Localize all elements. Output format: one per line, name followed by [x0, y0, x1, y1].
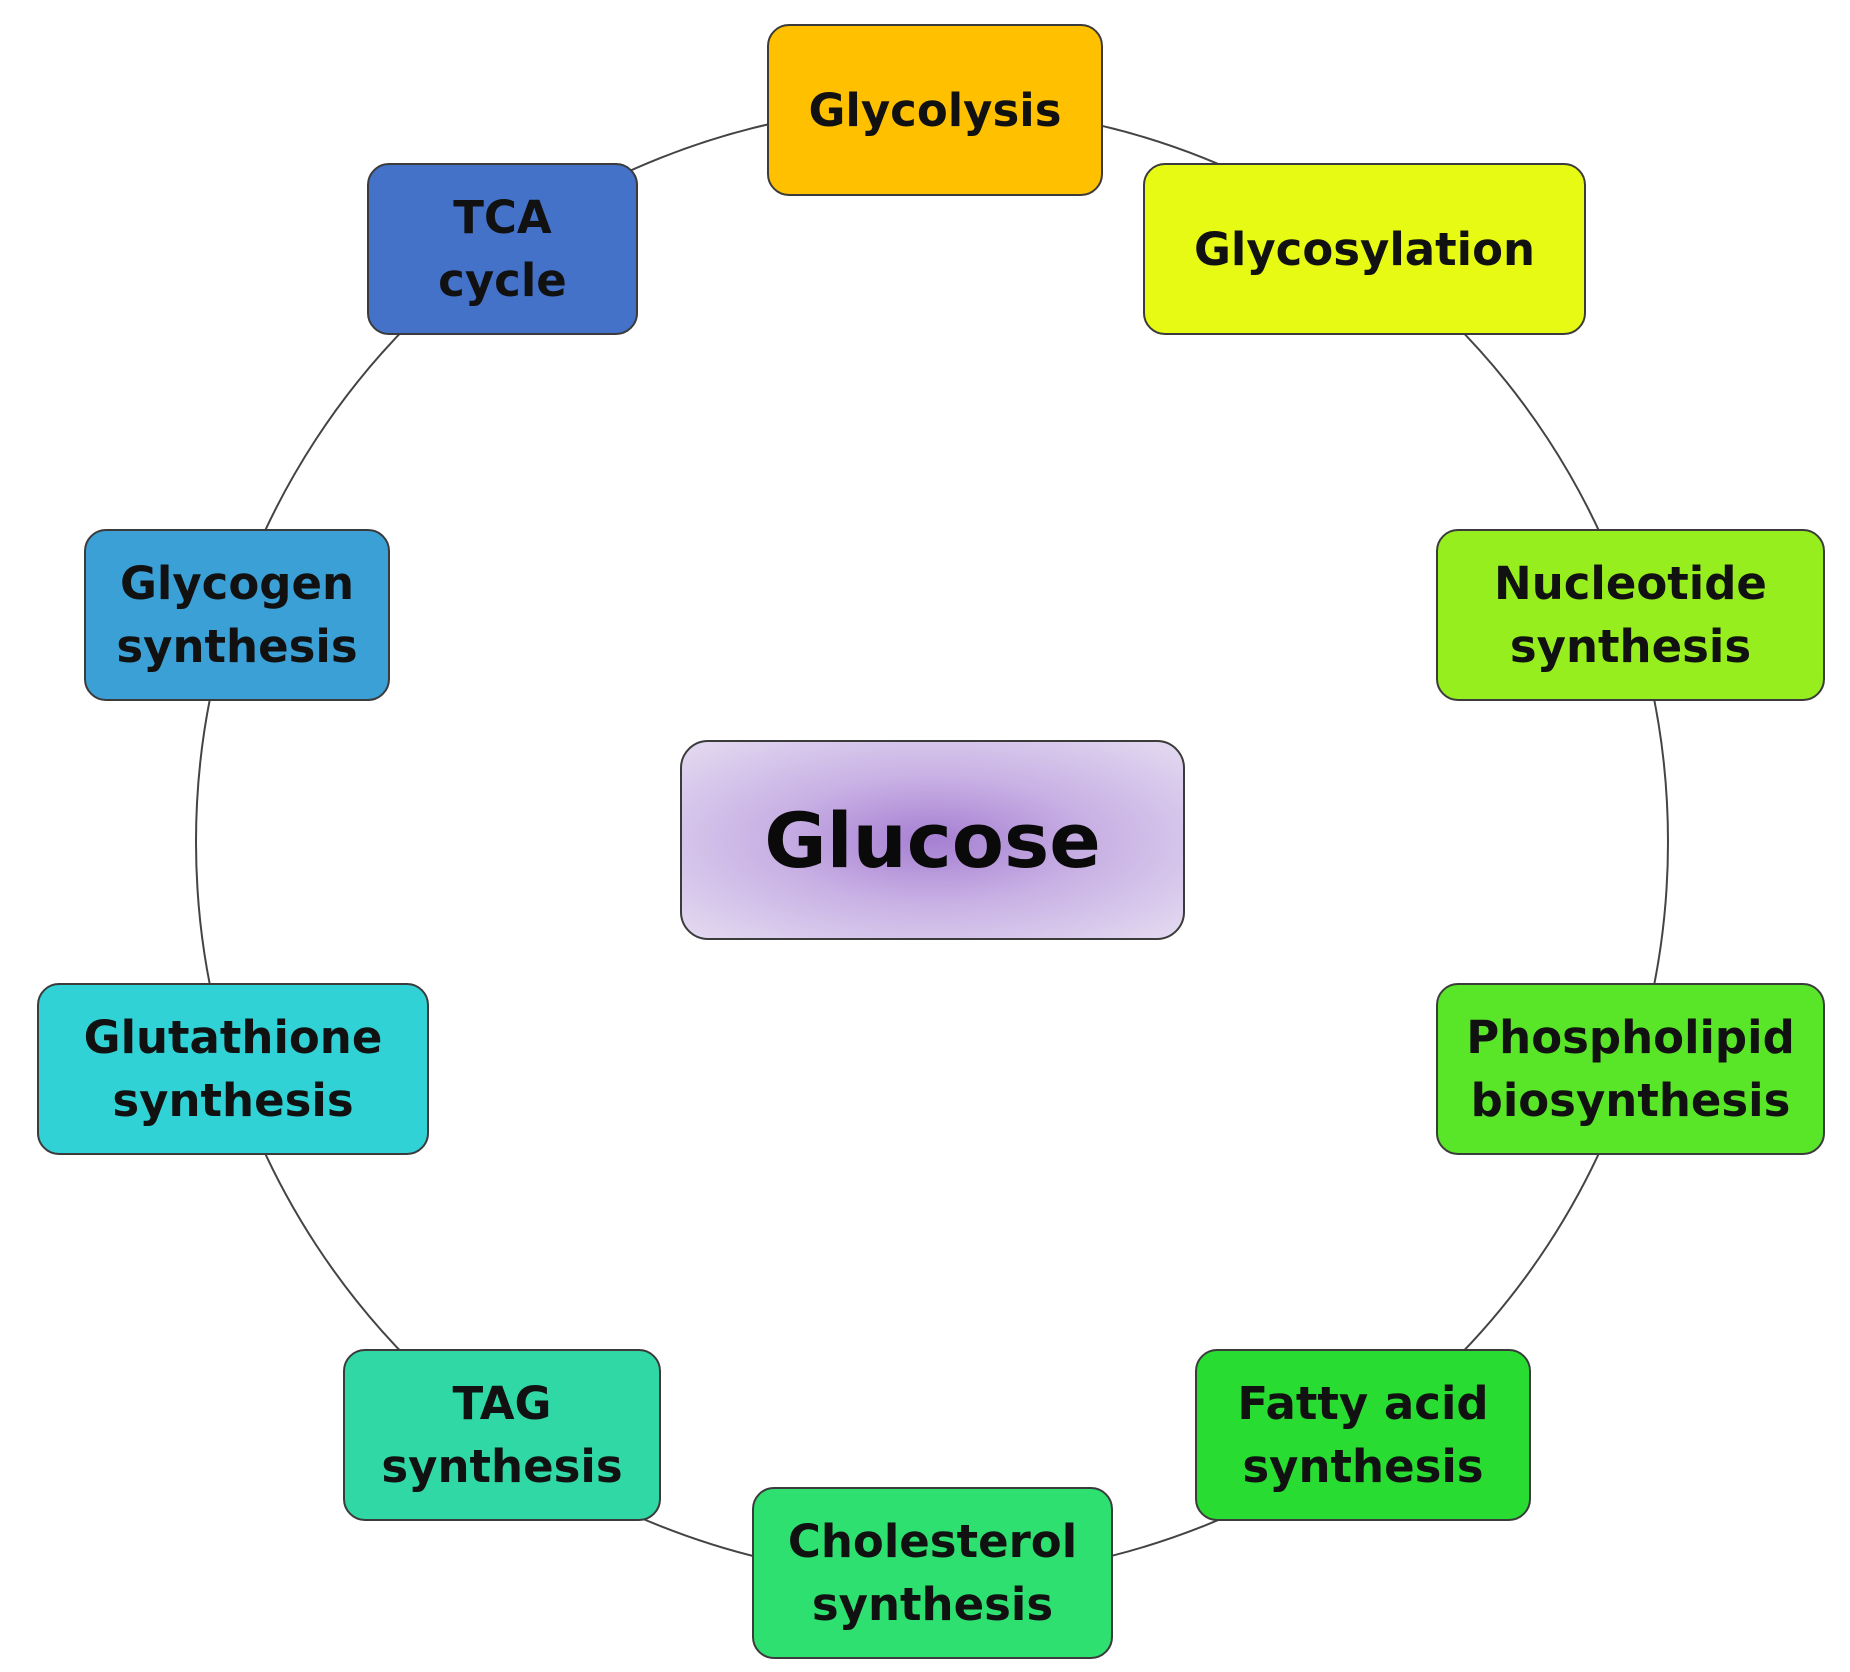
tca-cycle-label-line: TCA	[453, 191, 552, 244]
nucleotide-synthesis-label: Nucleotide synthesis	[1494, 552, 1767, 678]
glycogen-synthesis-label: Glycogen synthesis	[116, 552, 357, 678]
phospholipid-biosynthesis-box: Phospholipid biosynthesis	[1436, 983, 1825, 1155]
tag-synthesis-label-line: TAG	[452, 1377, 552, 1430]
cholesterol-synthesis-label: Cholesterol synthesis	[788, 1510, 1077, 1636]
tca-cycle-label-line: cycle	[438, 254, 567, 307]
glycogen-synthesis-box: Glycogen synthesis	[84, 529, 390, 701]
glucose-label: Glucose	[764, 795, 1101, 885]
glycogen-synthesis-label-line: Glycogen	[119, 557, 355, 610]
nucleotide-synthesis-box: Nucleotide synthesis	[1436, 529, 1825, 701]
glutathione-synthesis-label: Glutathione synthesis	[84, 1006, 383, 1132]
cholesterol-synthesis-label-line: Cholesterol	[787, 1515, 1078, 1568]
glycosylation-label-line: Glycosylation	[1193, 222, 1536, 276]
phospholipid-biosynthesis-label-line: biosynthesis	[1470, 1074, 1791, 1127]
glutathione-synthesis-label-line: synthesis	[112, 1074, 354, 1127]
cholesterol-synthesis-box: Cholesterol synthesis	[752, 1487, 1113, 1659]
fatty-acid-synthesis-box: Fatty acid synthesis	[1195, 1349, 1531, 1521]
fatty-acid-synthesis-label-line: synthesis	[1242, 1440, 1484, 1493]
glycosylation-box: Glycosylation	[1143, 163, 1586, 335]
glycosylation-label: Glycosylation	[1194, 218, 1535, 281]
phospholipid-biosynthesis-label-line: Phospholipid	[1466, 1011, 1795, 1064]
glycolysis-label: Glycolysis	[808, 79, 1061, 142]
tca-cycle-box: TCA cycle	[367, 163, 638, 335]
nucleotide-synthesis-label-line: synthesis	[1509, 620, 1752, 673]
glutathione-synthesis-box: Glutathione synthesis	[37, 983, 429, 1155]
nucleotide-synthesis-label-line: Nucleotide	[1494, 557, 1767, 610]
tag-synthesis-label: TAG synthesis	[381, 1372, 622, 1498]
fatty-acid-synthesis-label-line: Fatty acid	[1237, 1377, 1489, 1430]
glycolysis-box: Glycolysis	[767, 24, 1103, 196]
cholesterol-synthesis-label-line: synthesis	[811, 1578, 1054, 1631]
tag-synthesis-box: TAG synthesis	[343, 1349, 661, 1521]
tag-synthesis-label-line: synthesis	[381, 1440, 623, 1493]
glutathione-synthesis-label-line: Glutathione	[83, 1011, 383, 1064]
fatty-acid-synthesis-label: Fatty acid synthesis	[1237, 1372, 1488, 1498]
tca-cycle-label: TCA cycle	[438, 186, 567, 312]
glucose-box: Glucose	[680, 740, 1185, 940]
glycolysis-label-line: Glycolysis	[808, 83, 1062, 137]
phospholipid-biosynthesis-label: Phospholipid biosynthesis	[1466, 1006, 1795, 1132]
glycogen-synthesis-label-line: synthesis	[116, 620, 358, 673]
